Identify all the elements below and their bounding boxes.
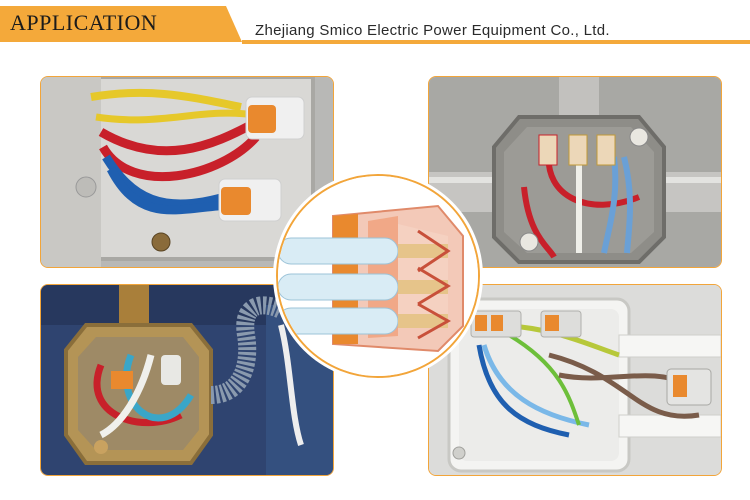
company-name: Zhejiang Smico Electric Power Equipment …	[255, 22, 610, 39]
plastic-box-photo-bottom-right	[428, 284, 722, 476]
header: APPLICATION Zhejiang Smico Electric Powe…	[0, 0, 750, 48]
connector-cutaway-illustration	[276, 174, 480, 378]
section-title: APPLICATION	[10, 10, 158, 35]
section-tag	[0, 6, 242, 42]
header-rule	[242, 40, 750, 44]
conduit-box-photo-top-right	[428, 76, 722, 268]
